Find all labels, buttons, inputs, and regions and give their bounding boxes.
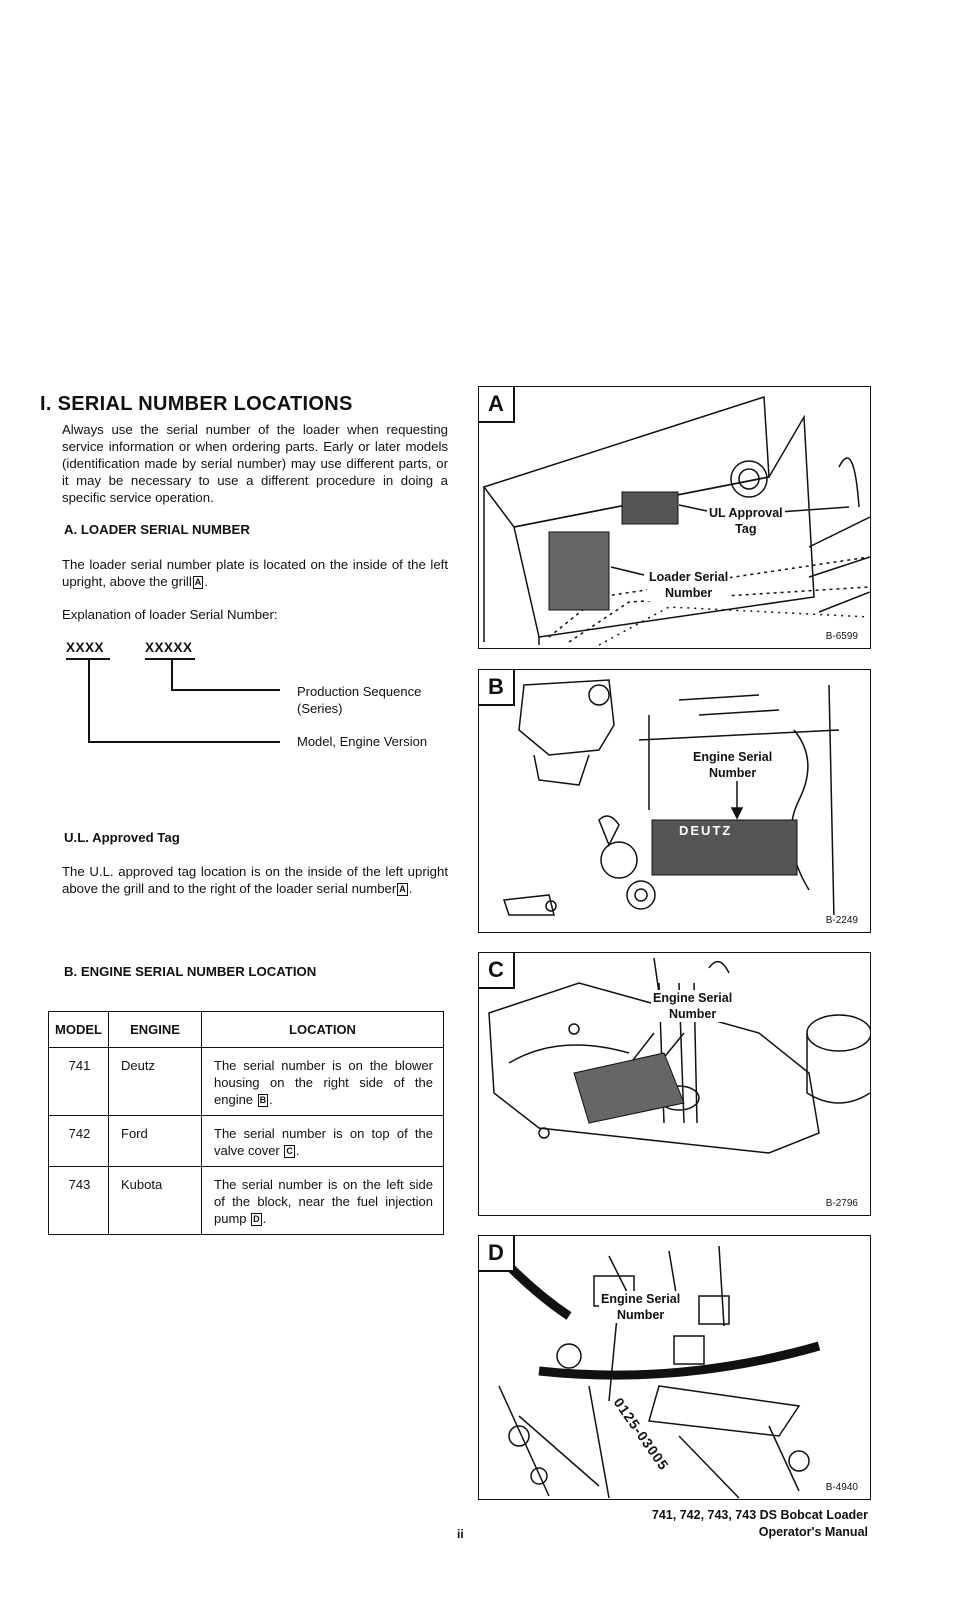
engine-cell: Ford <box>108 1115 202 1167</box>
section-heading: I. SERIAL NUMBER LOCATIONS <box>40 393 353 415</box>
explanation-label: Explanation of loader Serial Number: <box>62 607 278 622</box>
ref-box: A <box>192 576 204 589</box>
bracket-line <box>88 659 90 741</box>
figure-code: B-6599 <box>823 631 860 642</box>
figure-letter: B <box>479 670 515 706</box>
bracket-line <box>88 741 280 743</box>
table-row: 741 Deutz The serial number is on the bl… <box>48 1047 444 1116</box>
figure-letter: C <box>479 953 515 989</box>
figure-code: B-2796 <box>823 1198 860 1209</box>
figure-code: B-4940 <box>823 1482 860 1493</box>
engine-cell: Deutz <box>108 1047 202 1116</box>
model-label: Model, Engine Version <box>297 734 428 749</box>
column-header: ENGINE <box>108 1011 202 1048</box>
location-cell: The serial number is on top of the valve… <box>201 1115 444 1167</box>
column-header: LOCATION <box>201 1011 444 1048</box>
footer-manual-line: Operator's Manual <box>758 1525 868 1539</box>
figure-a: A UL Approval Tag Loader Serial Number B… <box>478 386 871 649</box>
underline <box>66 658 110 660</box>
table-row: 743 Kubota The serial number is on the l… <box>48 1166 444 1235</box>
ul-tag-title: U.L. Approved Tag <box>64 830 180 845</box>
loader-upright-illustration <box>482 395 870 646</box>
location-cell: The serial number is on the left side of… <box>201 1166 444 1235</box>
ford-valve-cover-illustration <box>488 957 870 1154</box>
figure-d: D Engine Serial Number 0125-03005 B-4940 <box>478 1235 871 1500</box>
table-row: 742 Ford The serial number is on top of … <box>48 1115 444 1167</box>
model-cell: 742 <box>48 1115 109 1167</box>
loader-serial-title: A. LOADER SERIAL NUMBER <box>64 522 250 537</box>
figure-letter: D <box>479 1236 515 1272</box>
bracket-line <box>171 689 280 691</box>
callout-engine-serial: Engine Serial Number <box>691 749 775 781</box>
callout-loader-serial: Loader Serial Number <box>647 569 731 601</box>
bracket-line <box>171 659 173 689</box>
column-header: MODEL <box>48 1011 109 1048</box>
engine-cell: Kubota <box>108 1166 202 1235</box>
ref-box: A <box>397 883 408 896</box>
figure-code: B-2249 <box>823 915 860 926</box>
intro-paragraph: Always use the serial number of the load… <box>62 422 448 505</box>
engine-serial-title: B. ENGINE SERIAL NUMBER LOCATION <box>64 964 317 979</box>
ref-box: D <box>251 1213 262 1226</box>
serial-part-sequence: XXXXX <box>145 640 193 655</box>
model-cell: 741 <box>48 1047 109 1116</box>
table-header-row: MODEL ENGINE LOCATION <box>48 1011 444 1048</box>
callout-engine-serial: Engine Serial Number <box>599 1291 683 1323</box>
engine-serial-table: MODEL ENGINE LOCATION 741 Deutz The seri… <box>48 1011 444 1235</box>
location-cell: The serial number is on the blower housi… <box>201 1047 444 1116</box>
ref-box: C <box>284 1145 295 1158</box>
loader-serial-text: The loader serial number plate is locate… <box>62 557 448 589</box>
model-cell: 743 <box>48 1166 109 1235</box>
footer-model-line: 741, 742, 743, 743 DS Bobcat Loader <box>651 1508 868 1522</box>
page-number: ii <box>457 1527 464 1541</box>
sequence-label: Production Sequence (Series) <box>297 684 422 716</box>
figure-letter: A <box>479 387 515 423</box>
figure-c: C Engine Serial Number B-2796 <box>478 952 871 1216</box>
kubota-injection-pump-illustration <box>498 1245 821 1499</box>
ref-box: B <box>257 1094 269 1107</box>
manual-footer: 741, 742, 743, 743 DS Bobcat Loader Oper… <box>652 1507 868 1541</box>
figure-b: B Engine Serial Number DEUTZ B-2249 <box>478 669 871 933</box>
ul-tag-text: The U.L. approved tag location is on the… <box>62 864 448 896</box>
serial-part-model: XXXX <box>66 640 105 655</box>
deutz-engine-illustration <box>502 679 840 921</box>
deutz-plate: DEUTZ <box>679 823 733 838</box>
underline <box>145 658 195 660</box>
callout-engine-serial: Engine Serial Number <box>651 990 735 1022</box>
callout-ul-tag: UL Approval Tag <box>707 505 785 537</box>
